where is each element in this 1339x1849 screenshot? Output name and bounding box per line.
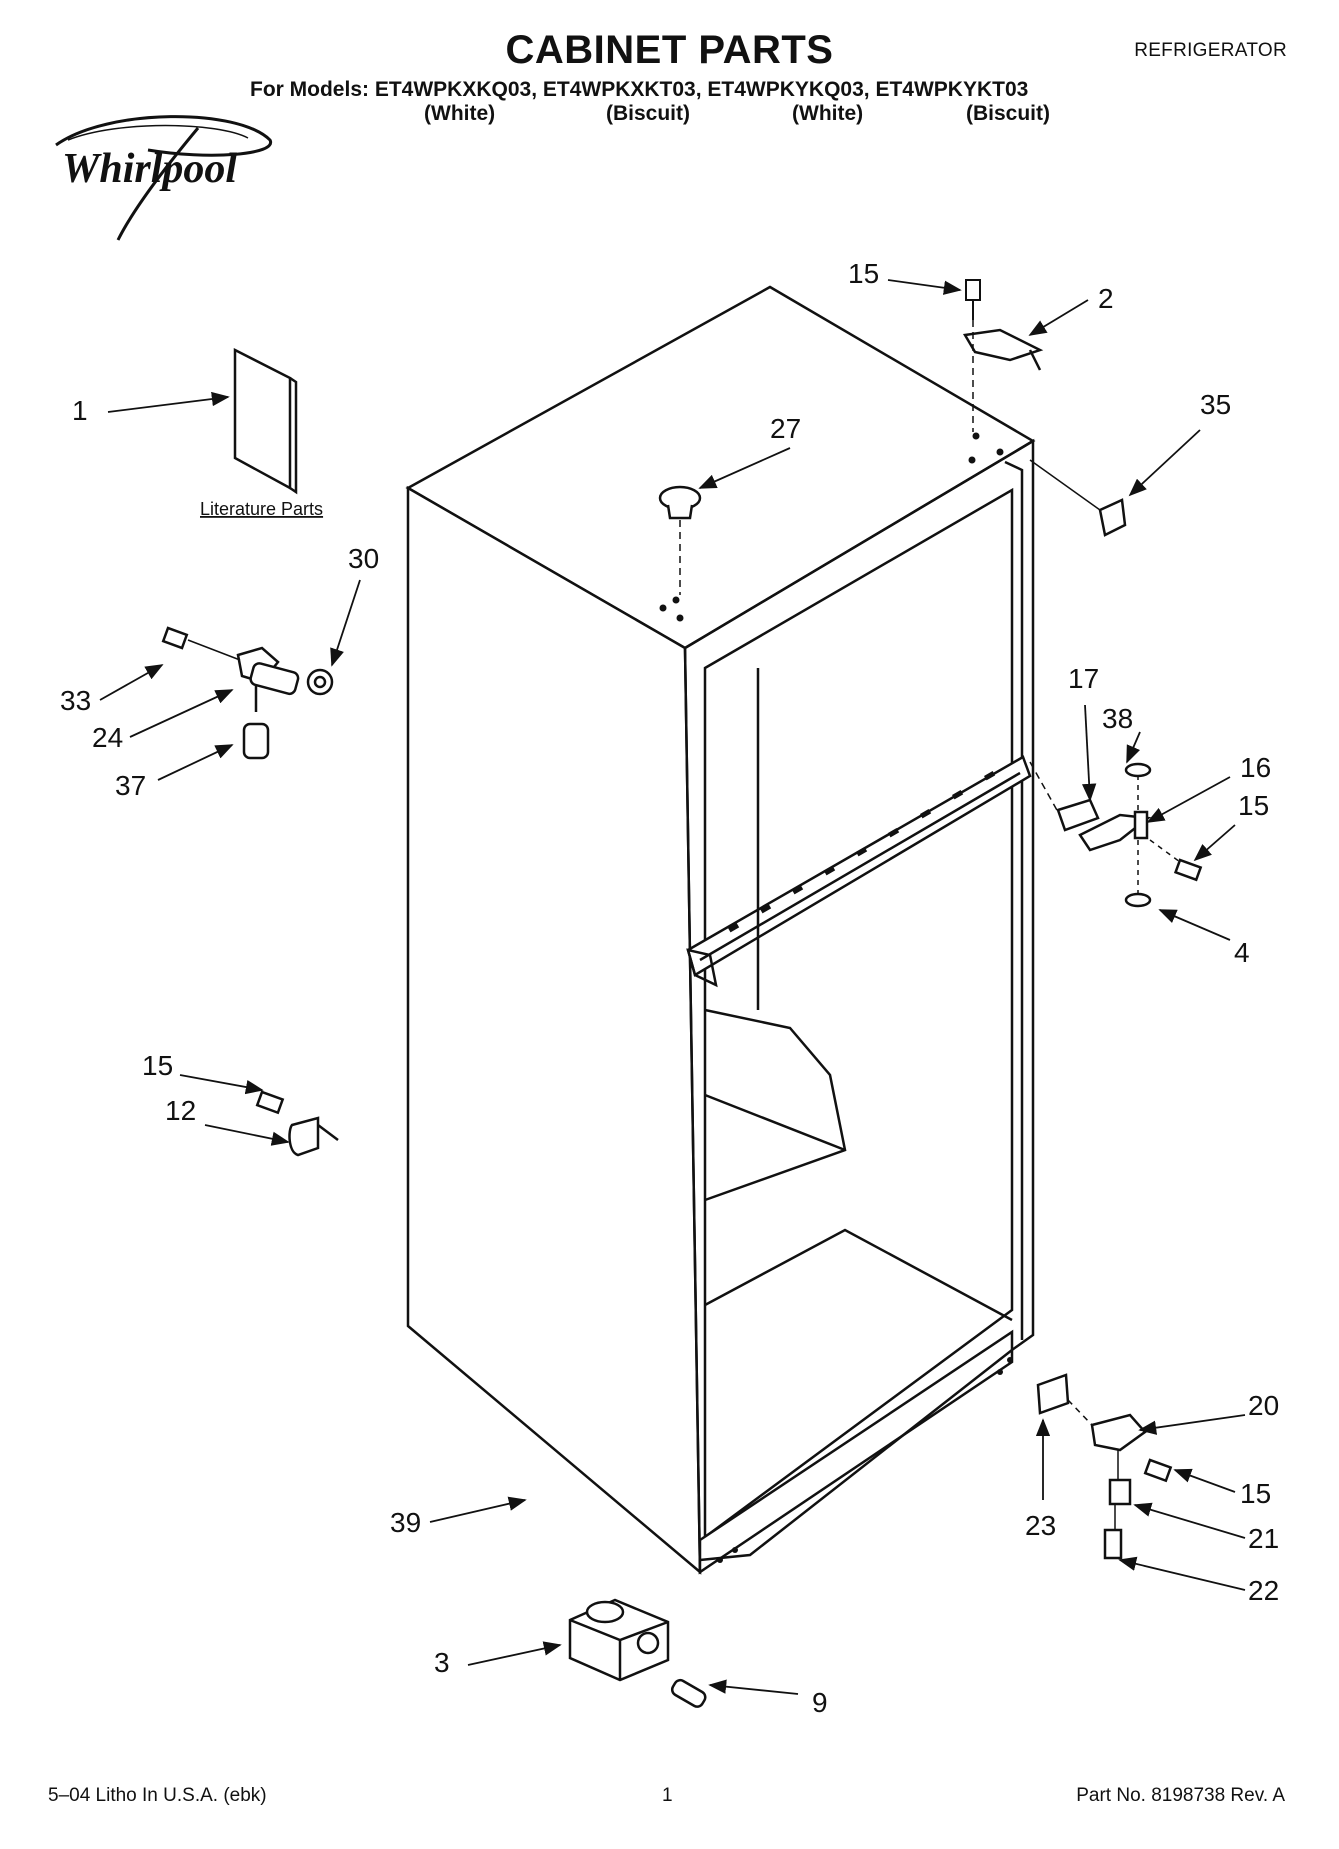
callout-leader-line bbox=[698, 447, 791, 489]
callout-number: 2 bbox=[1098, 283, 1114, 314]
callout-leader-line bbox=[1158, 909, 1231, 941]
cabinet-plug bbox=[658, 485, 702, 520]
center-hinge-assembly bbox=[1056, 762, 1203, 908]
callout-number: 21 bbox=[1248, 1523, 1279, 1554]
callout-leader-line bbox=[1138, 1414, 1246, 1435]
callout-number: 15 bbox=[1240, 1478, 1271, 1509]
callout-number: 30 bbox=[348, 543, 379, 574]
callout-leader-line bbox=[429, 1496, 527, 1523]
callout-number: 15 bbox=[848, 258, 879, 289]
callout-number: 24 bbox=[92, 722, 123, 753]
color-label: (Biscuit) bbox=[606, 102, 690, 125]
callout-leader-line bbox=[1173, 1468, 1236, 1493]
callout-number: 12 bbox=[165, 1095, 196, 1126]
callout-number: 23 bbox=[1025, 1510, 1056, 1541]
color-row: (White) (Biscuit) (White) (Biscuit) bbox=[0, 102, 1339, 132]
literature-parts-label: Literature Parts bbox=[200, 499, 323, 519]
callout-leader-line bbox=[99, 664, 164, 701]
bottom-hinge-assembly bbox=[1036, 1373, 1173, 1560]
refrigerator-cabinet bbox=[405, 285, 1036, 1575]
top-hinge-screw bbox=[965, 279, 981, 320]
callout-leader-line bbox=[708, 1679, 799, 1695]
callout-number: 38 bbox=[1102, 703, 1133, 734]
callout-number: 27 bbox=[770, 413, 801, 444]
footer-print-info: 5–04 Litho In U.S.A. (ebk) bbox=[48, 1785, 267, 1806]
callout-leader-line bbox=[330, 579, 361, 667]
callout-number: 1 bbox=[72, 395, 88, 426]
callout-leader-line bbox=[1118, 1556, 1246, 1591]
callout-leader-line bbox=[157, 744, 234, 781]
door-stop-assembly bbox=[161, 626, 334, 760]
divider-slots bbox=[659, 432, 1013, 1563]
callout-layer: 1234912151515151617202122232427303335373… bbox=[60, 258, 1279, 1718]
callout-leader-line bbox=[1028, 299, 1089, 336]
callout-number: 33 bbox=[60, 685, 91, 716]
footer-part-number: Part No. 8198738 Rev. A bbox=[1076, 1785, 1285, 1806]
callout-leader-line bbox=[1146, 776, 1231, 823]
callout-leader-line bbox=[107, 391, 230, 413]
door-stop-bracket bbox=[255, 1090, 339, 1157]
callout-leader-line bbox=[887, 279, 962, 295]
callout-number: 22 bbox=[1248, 1575, 1279, 1606]
callout-number: 37 bbox=[115, 770, 146, 801]
callout-leader-line bbox=[1133, 1502, 1246, 1539]
callout-number: 15 bbox=[1238, 790, 1269, 821]
color-label: (Biscuit) bbox=[966, 102, 1050, 125]
callout-leader-line bbox=[1081, 704, 1097, 802]
callout-leader-line bbox=[1193, 824, 1236, 862]
callout-leader-line bbox=[1128, 429, 1201, 497]
callout-leader-line bbox=[129, 689, 234, 738]
top-hinge-bracket bbox=[962, 328, 1044, 371]
literature-booklet bbox=[233, 347, 298, 495]
callout-leader-line bbox=[204, 1124, 290, 1146]
callout-leader-line bbox=[467, 1641, 562, 1666]
callout-number: 17 bbox=[1068, 663, 1099, 694]
callout-number: 16 bbox=[1240, 752, 1271, 783]
callout-number: 9 bbox=[812, 1687, 828, 1718]
color-label: (White) bbox=[792, 102, 864, 125]
callout-number: 3 bbox=[434, 1647, 450, 1678]
page-title: CABINET PARTS bbox=[505, 28, 834, 72]
models-line: For Models: ET4WPKXKQ03, ET4WPKXKT03, ET… bbox=[250, 78, 1029, 101]
leveling-roller-assembly bbox=[568, 1598, 707, 1708]
callout-number: 15 bbox=[142, 1050, 173, 1081]
callout-leader-line bbox=[179, 1074, 264, 1095]
logo-wordmark: Whirlpool bbox=[62, 146, 237, 192]
callout-number: 39 bbox=[390, 1507, 421, 1538]
callout-number: 35 bbox=[1200, 389, 1231, 420]
whirlpool-logo: Whirlpool bbox=[55, 115, 273, 241]
callout-number: 20 bbox=[1248, 1390, 1279, 1421]
hinge-cover bbox=[1098, 498, 1127, 537]
footer-page-number: 1 bbox=[662, 1785, 673, 1806]
callout-leader-line bbox=[1126, 731, 1141, 764]
color-label: (White) bbox=[424, 102, 496, 125]
category-label: REFRIGERATOR bbox=[1134, 40, 1287, 61]
callout-number: 4 bbox=[1234, 937, 1250, 968]
